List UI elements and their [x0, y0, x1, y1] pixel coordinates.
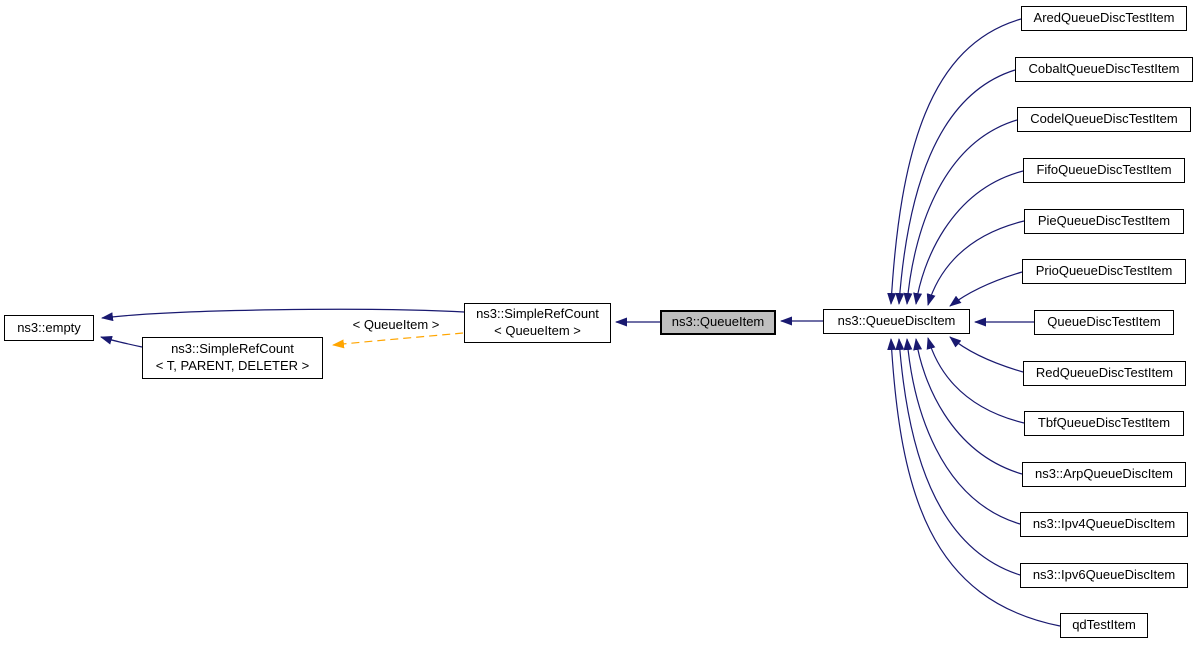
node-label: RedQueueDiscTestItem [1035, 365, 1174, 381]
node-queuedisctestitem[interactable]: QueueDiscTestItem [1034, 310, 1174, 335]
edge-ared-to-queuediscitem [887, 18, 1022, 305]
template-edge-label: < QueueItem > [352, 317, 440, 332]
edge-pie-to-queuediscitem [926, 220, 1025, 306]
node-label: AredQueueDiscTestItem [1033, 10, 1175, 26]
node-piequeuedisctestitem[interactable]: PieQueueDiscTestItem [1024, 209, 1184, 234]
node-label: PrioQueueDiscTestItem [1035, 263, 1173, 279]
node-label: ns3::Ipv4QueueDiscItem [1032, 516, 1176, 532]
node-prioqueuedisctestitem[interactable]: PrioQueueDiscTestItem [1022, 259, 1186, 284]
node-redqueuedisctestitem[interactable]: RedQueueDiscTestItem [1023, 361, 1186, 386]
node-label: CobaltQueueDiscTestItem [1028, 61, 1180, 77]
node-label: PieQueueDiscTestItem [1037, 213, 1171, 229]
node-qdtestitem[interactable]: qdTestItem [1060, 613, 1148, 638]
node-fifoqueuedisctestitem[interactable]: FifoQueueDiscTestItem [1023, 158, 1185, 183]
node-label: ns3::Ipv6QueueDiscItem [1032, 567, 1176, 583]
node-label-line1: ns3::SimpleRefCount [476, 306, 599, 322]
edge-ipv6-to-queuediscitem [895, 338, 1021, 576]
node-label: qdTestItem [1072, 617, 1136, 633]
node-ns3-queueitem-current: ns3::QueueItem [660, 310, 776, 335]
node-cobaltqueuedisctestitem[interactable]: CobaltQueueDiscTestItem [1015, 57, 1193, 82]
edge-cobalt-to-queuediscitem [895, 69, 1016, 305]
node-label: QueueDiscTestItem [1047, 314, 1161, 330]
edge-qdtestitem-to-queuediscitem [887, 338, 1061, 627]
node-label: CodelQueueDiscTestItem [1030, 111, 1178, 127]
edge-ipv4-to-queuediscitem [903, 338, 1021, 525]
node-ns3-queuediscitem[interactable]: ns3::QueueDiscItem [823, 309, 970, 334]
node-label: ns3::QueueDiscItem [837, 313, 956, 329]
edge-codel-to-queuediscitem [903, 119, 1018, 305]
node-label-line2: < QueueItem > [494, 323, 581, 338]
node-label: ns3::empty [17, 319, 81, 335]
node-label: FifoQueueDiscTestItem [1036, 162, 1172, 178]
node-tbfqueuedisctestitem[interactable]: TbfQueueDiscTestItem [1024, 411, 1184, 436]
node-label: ns3::ArpQueueDiscItem [1034, 466, 1173, 482]
edge-tbf-to-queuediscitem [926, 337, 1025, 424]
node-label: TbfQueueDiscTestItem [1037, 415, 1171, 431]
edge-prio-to-queuediscitem [949, 271, 1023, 307]
node-ns3-empty[interactable]: ns3::empty [4, 315, 94, 341]
node-ns3-ipv6queuediscitem[interactable]: ns3::Ipv6QueueDiscItem [1020, 563, 1188, 588]
node-aredqueuedisctestitem[interactable]: AredQueueDiscTestItem [1021, 6, 1187, 31]
node-codelqueuedisctestitem[interactable]: CodelQueueDiscTestItem [1017, 107, 1191, 132]
edge-simplerefcount-queueitem-to-empty [101, 308, 465, 322]
node-ns3-simplerefcount-queueitem[interactable]: ns3::SimpleRefCount < QueueItem > [464, 303, 611, 343]
edge-arp-to-queuediscitem [913, 338, 1023, 475]
node-ns3-ipv4queuediscitem[interactable]: ns3::Ipv4QueueDiscItem [1020, 512, 1188, 537]
edge-fifo-to-queuediscitem [913, 170, 1024, 305]
node-ns3-arpqueuediscitem[interactable]: ns3::ArpQueueDiscItem [1022, 462, 1186, 487]
edge-template-instantiation [332, 332, 464, 349]
node-label-line2: < T, PARENT, DELETER > [155, 358, 310, 373]
node-ns3-simplerefcount-template[interactable]: ns3::SimpleRefCount < T, PARENT, DELETER… [142, 337, 323, 379]
edge-simplerefcount-template-to-empty [100, 335, 143, 348]
node-label: ns3::QueueItem [671, 314, 765, 330]
edge-red-to-queuediscitem [949, 336, 1024, 373]
node-label-line1: ns3::SimpleRefCount [171, 341, 294, 357]
